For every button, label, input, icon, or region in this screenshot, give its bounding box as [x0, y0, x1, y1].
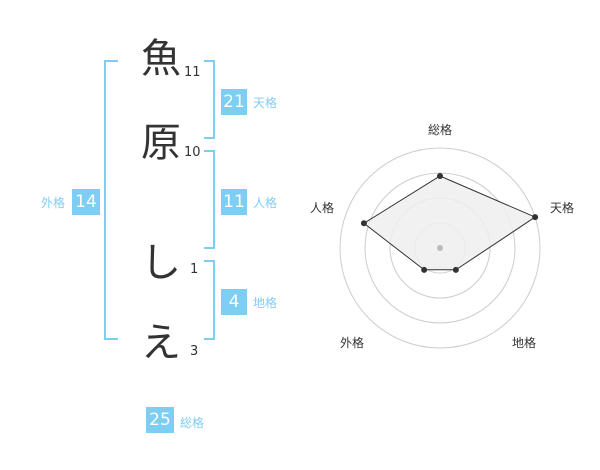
tenkaku-bracket — [204, 60, 215, 139]
tenkaku-label: 天格 — [253, 96, 278, 110]
soukaku-badge: 25 — [146, 407, 174, 433]
jinkaku-badge: 11 — [221, 189, 247, 215]
name-char-4: え — [141, 320, 181, 366]
radar-point-1 — [532, 214, 539, 221]
radar-point-3 — [421, 266, 428, 273]
stroke-count-4: 3 — [190, 344, 199, 359]
radar-center — [437, 245, 443, 251]
gaikaku-badge: 14 — [72, 189, 100, 215]
soukaku-label: 総格 — [180, 416, 205, 430]
jinkaku-bracket — [204, 150, 215, 249]
radar-label-soukaku: 総格 — [428, 123, 453, 137]
radar-ring — [339, 147, 541, 349]
radar-label-jinkaku: 人格 — [310, 201, 335, 215]
tenkaku-badge: 21 — [221, 89, 247, 115]
radar-point-4 — [360, 220, 367, 227]
radar-label-tenkaku: 天格 — [550, 201, 575, 215]
gaikaku-bracket — [104, 60, 118, 340]
stroke-count-2: 10 — [184, 145, 201, 160]
name-char-2: 原 — [141, 120, 181, 166]
name-char-3: し — [141, 240, 181, 286]
jinkaku-label: 人格 — [253, 196, 278, 210]
chikaku-bracket — [204, 260, 215, 340]
stroke-count-1: 11 — [184, 65, 201, 80]
chikaku-badge: 4 — [221, 289, 247, 315]
radar-point-0 — [437, 173, 443, 179]
radar-label-chikaku: 地格 — [512, 336, 537, 350]
chikaku-label: 地格 — [253, 296, 278, 310]
radar-point-2 — [452, 266, 459, 273]
radar-points — [360, 173, 539, 273]
stroke-count-3: 1 — [190, 262, 199, 277]
radar-label-gaikaku: 外格 — [340, 336, 365, 350]
name-char-1: 魚 — [141, 36, 181, 82]
radar-area — [363, 175, 537, 271]
gaikaku-label: 外格 — [41, 196, 66, 210]
